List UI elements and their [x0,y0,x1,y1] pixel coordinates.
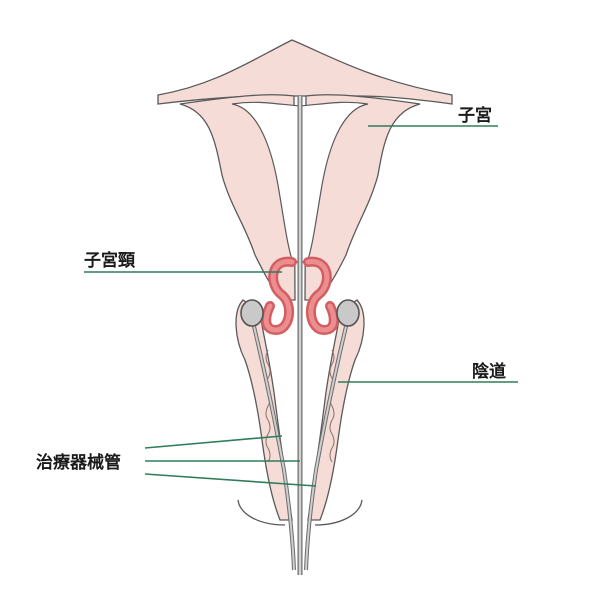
instrument-tube-left-core [252,321,295,571]
label-vagina: 陰道 [472,361,506,382]
introitus-left [237,499,286,526]
vagina-wall-left [235,299,293,521]
vagina-rugae-left [265,349,271,463]
instrument-ovoid-left [240,299,264,327]
label-cervix: 子宮頸 [84,250,136,271]
instrument-ovoid-right [336,299,360,327]
instrument-tube-right-core [305,321,348,571]
uterus-body-left [179,94,296,301]
uterus-body-right [304,94,421,301]
vagina-rugae-right [329,349,335,463]
leader-instrument-right [144,473,317,487]
cervix-right-lip-inner [305,259,337,333]
introitus-right [314,499,363,526]
label-instrument: 治療器械管 [36,452,121,473]
vagina-wall-right [307,299,365,521]
leader-instrument-left [144,435,283,449]
uterus-fundus [157,39,453,105]
label-uterus: 子宮 [458,105,492,126]
